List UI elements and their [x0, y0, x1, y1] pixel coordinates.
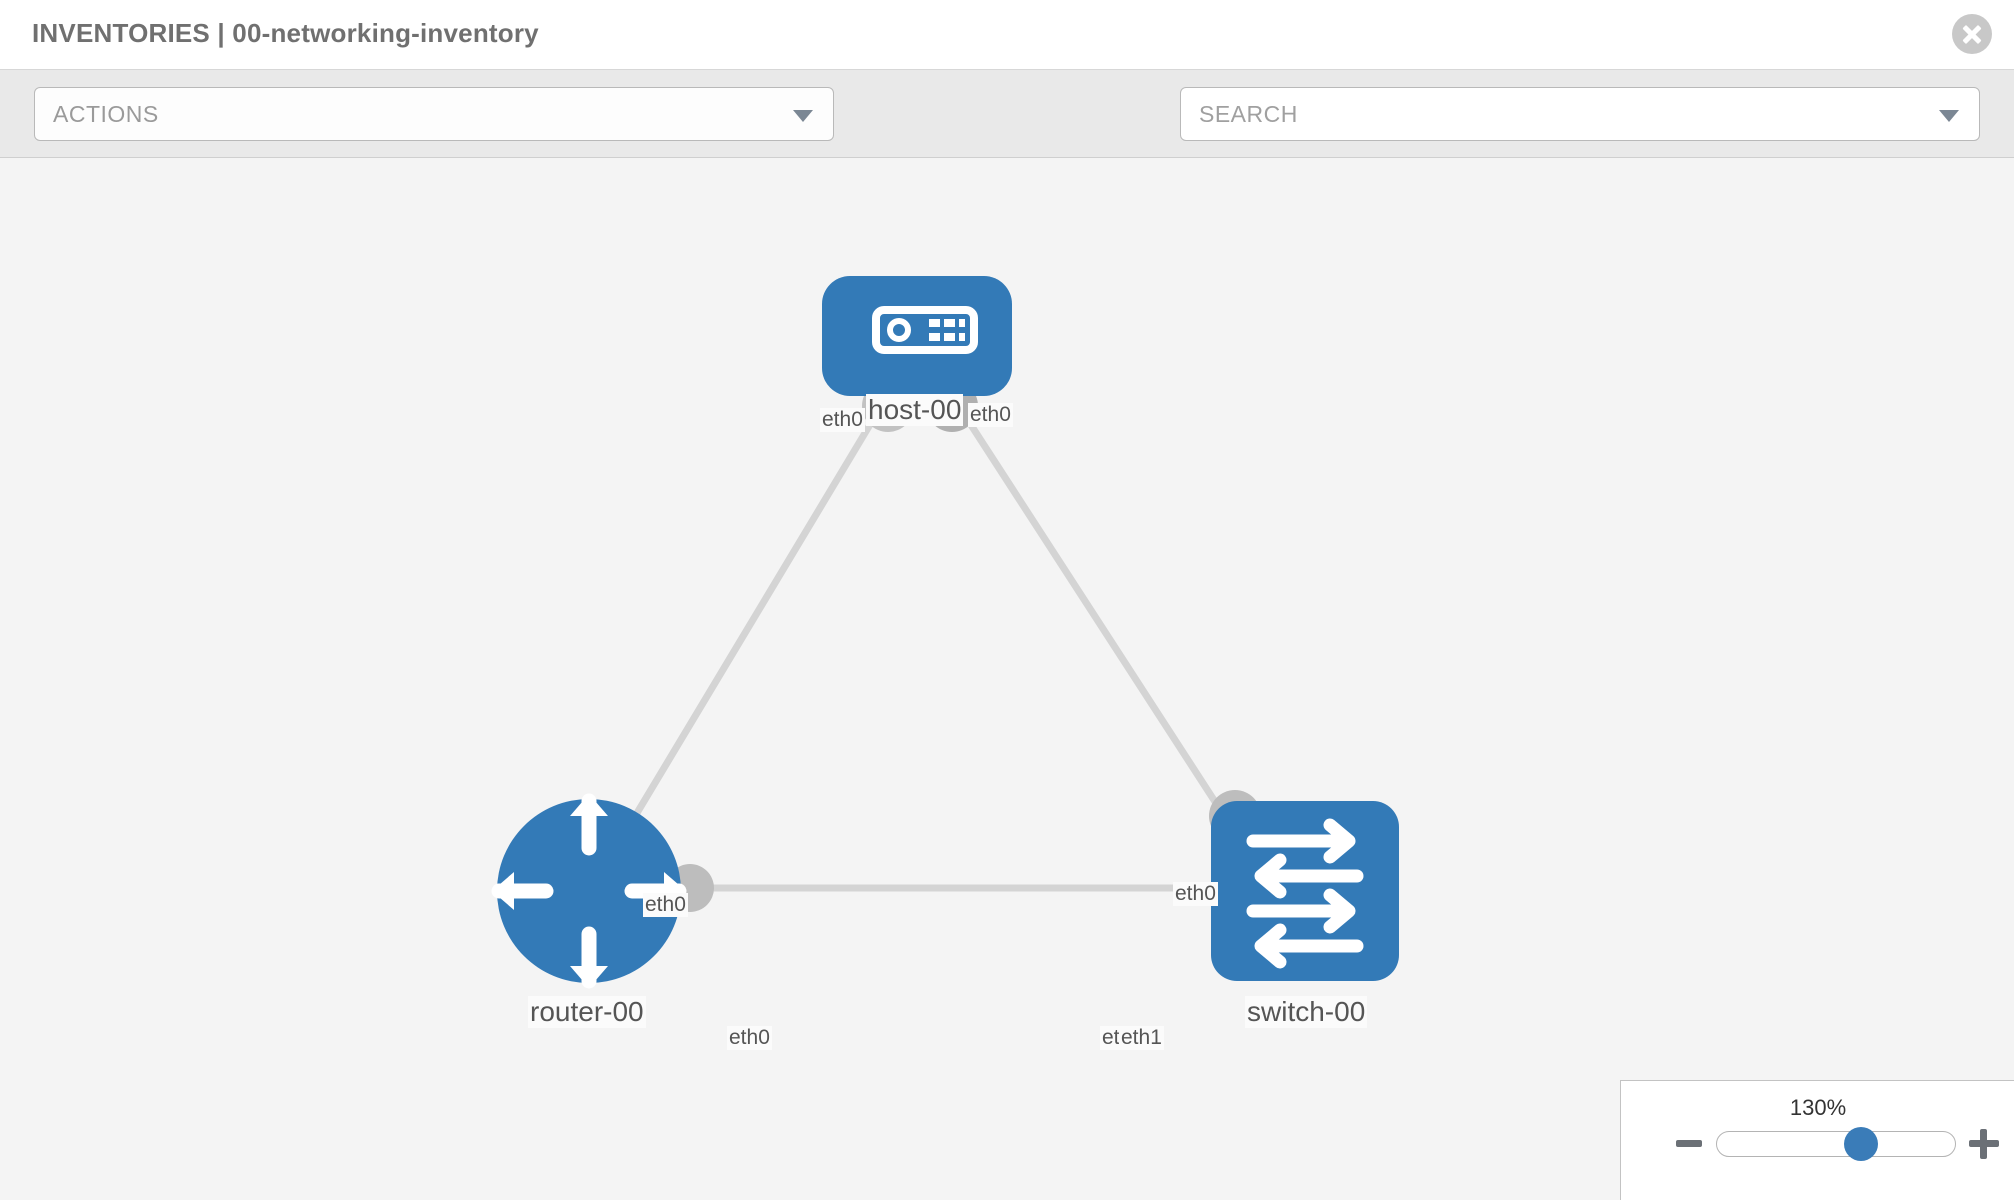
- toolbar: ACTIONS SEARCH: [0, 70, 2014, 195]
- chevron-down-icon: [793, 110, 813, 122]
- node-label-host-00: host-00: [866, 394, 964, 426]
- node-host-00: [822, 276, 1012, 396]
- page-header: INVENTORIES | 00-networking-inventory: [0, 0, 2014, 70]
- interface-label-switch-left: eth1: [1119, 1026, 1164, 1050]
- zoom-slider-track[interactable]: [1716, 1131, 1956, 1157]
- minus-icon[interactable]: [1676, 1140, 1702, 1147]
- interface-label-switch-up: eth0: [1173, 882, 1218, 906]
- node-switch-00: [1211, 801, 1399, 981]
- search-placeholder: SEARCH: [1199, 101, 1298, 127]
- actions-dropdown-label: ACTIONS: [53, 101, 159, 127]
- node-label-switch-00: switch-00: [1245, 996, 1368, 1028]
- actions-dropdown[interactable]: ACTIONS: [34, 87, 834, 141]
- zoom-level-label: 130%: [1789, 1095, 1847, 1120]
- node-router-00: [491, 793, 687, 989]
- node-label-router-00: router-00: [528, 996, 646, 1028]
- link-router-host: [606, 406, 884, 860]
- close-icon[interactable]: [1952, 14, 1992, 54]
- topology-canvas[interactable]: host-00 router-00 switch-00 eth0 eth0 et…: [0, 158, 2014, 1200]
- interface-label-host-right: eth0: [968, 403, 1013, 427]
- topology-graph: [491, 276, 1399, 989]
- topology-connectors: [666, 380, 1261, 912]
- search-input[interactable]: SEARCH: [1180, 87, 1980, 141]
- page-title: INVENTORIES | 00-networking-inventory: [32, 18, 539, 48]
- zoom-slider-handle[interactable]: [1843, 1127, 1878, 1161]
- chevron-down-icon[interactable]: [1939, 110, 1959, 122]
- link-host-switch: [957, 406, 1248, 850]
- topology-links: [606, 406, 1250, 892]
- interface-label-router-up: eth0: [643, 893, 688, 917]
- zoom-control-panel: 130%: [1620, 1080, 2014, 1200]
- plus-icon[interactable]: [1969, 1129, 1999, 1159]
- interface-label-router-right: eth0: [727, 1026, 772, 1050]
- interface-label-host-left: eth0: [820, 408, 865, 432]
